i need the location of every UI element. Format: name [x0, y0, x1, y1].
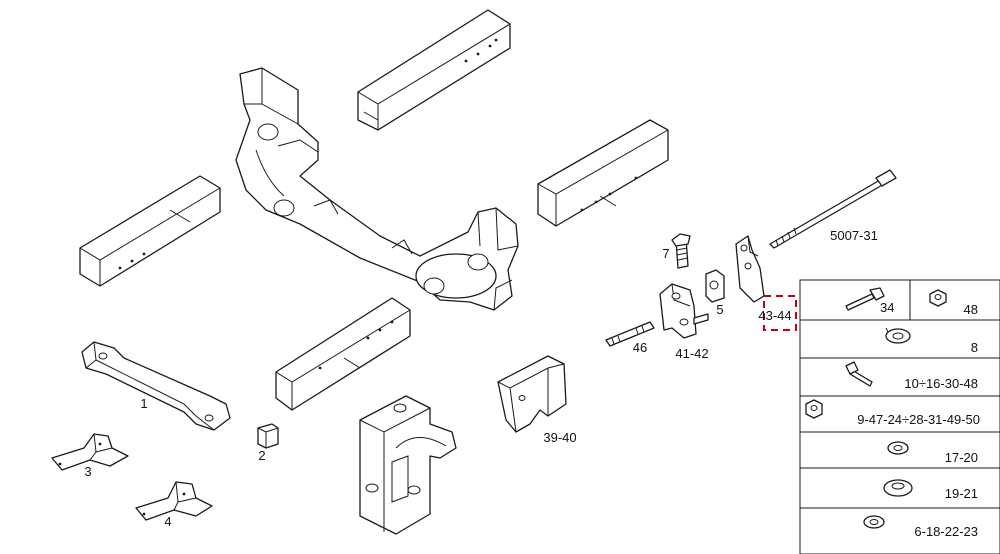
- part-label-7: 7: [662, 246, 669, 261]
- part-5007-31-rod: [769, 169, 897, 249]
- frame-rail-right: [537, 119, 669, 227]
- tow-hitch-bracket: [359, 395, 457, 535]
- part-label-3: 3: [84, 464, 91, 479]
- part-43-44-bracket: [735, 235, 765, 303]
- part-5-spacer: [705, 269, 725, 303]
- fastener-legend-table: 34 48 8 10÷16-30-48 9-47-24÷28-31-49-50 …: [799, 279, 1000, 554]
- legend-row7-label: 6-18-22-23: [914, 524, 978, 539]
- part-label-5007-31: 5007-31: [830, 228, 878, 243]
- part-label-1: 1: [140, 396, 147, 411]
- part-46-stud: [605, 321, 655, 347]
- flange-nut-icon: [929, 289, 947, 307]
- part-label-2: 2: [258, 448, 265, 463]
- frame-rail-left: [79, 175, 221, 287]
- part-label-41-42: 41-42: [675, 346, 708, 361]
- frame-rail-top: [357, 9, 511, 131]
- crossmember-assembly: [235, 67, 519, 311]
- lock-washer-icon: [885, 327, 911, 344]
- frame-rail-middle: [275, 297, 411, 411]
- flat-washer-icon: [887, 441, 909, 455]
- part-label-46: 46: [633, 340, 647, 355]
- legend-row1-left-label: 34: [880, 300, 894, 315]
- legend-row6-label: 19-21: [945, 486, 978, 501]
- part-label-4: 4: [164, 514, 171, 529]
- flat-washer-icon: [863, 515, 885, 529]
- legend-row1-right-label: 48: [964, 302, 978, 317]
- legend-row5-label: 17-20: [945, 450, 978, 465]
- part-label-5: 5: [716, 302, 723, 317]
- highlight-marker: [763, 295, 797, 331]
- part-3-bracket: [51, 433, 129, 471]
- legend-row2-label: 8: [971, 340, 978, 355]
- legend-row3-label: 10÷16-30-48: [904, 376, 978, 391]
- part-1-crossbar: [81, 341, 231, 431]
- part-7-bolt: [671, 233, 691, 269]
- legend-row4-label: 9-47-24÷28-31-49-50: [857, 412, 980, 427]
- part-2-bushing: [257, 423, 279, 449]
- part-label-39-40: 39-40: [543, 430, 576, 445]
- bolt-icon: [845, 361, 873, 387]
- bolt-icon: [845, 287, 885, 311]
- part-label-43-44: 43-44: [758, 308, 791, 323]
- part-39-40-bracket: [497, 355, 567, 433]
- hex-nut-icon: [805, 399, 823, 419]
- thick-washer-icon: [883, 479, 913, 497]
- part-41-42-bracket: [659, 283, 709, 339]
- part-4-bracket: [135, 481, 213, 521]
